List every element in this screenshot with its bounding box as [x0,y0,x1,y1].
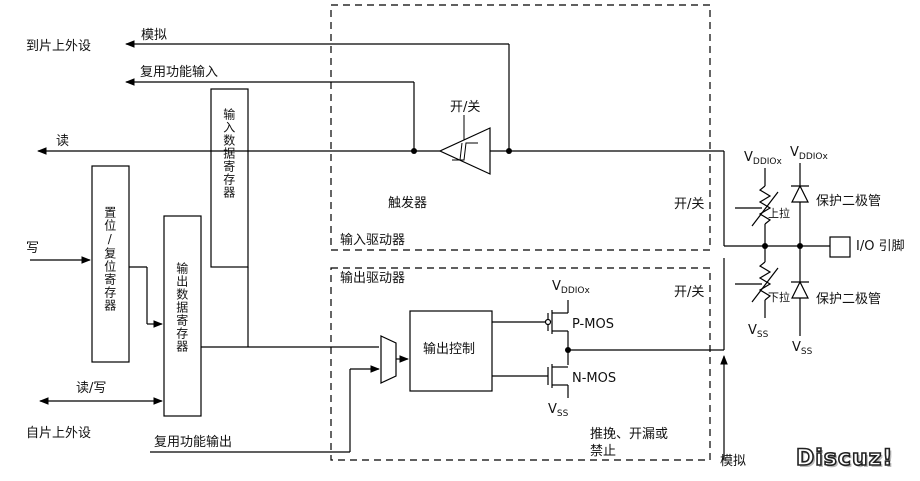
watermark-logo: Discuz! [795,445,894,472]
alt-function-input-label: 复用功能输入 [140,65,219,80]
protection-diode-top-label: 保护二极管 [816,194,882,209]
protection-diode-bottom-label: 保护二极管 [816,292,882,307]
io-pin-pad [829,236,851,258]
output-onoff-label: 开/关 [674,285,705,300]
vdd-label-diode: VDDIOx [790,145,828,162]
junction-dot [797,243,803,249]
input-data-register [210,88,249,268]
write-label: 写 [26,241,40,256]
to-onchip-peripheral-label: 到片上外设 [26,39,92,54]
nmos-label: N-MOS [572,371,617,386]
output-data-register [163,215,202,417]
pull-up-label: 上拉 [768,207,790,220]
pmos-label: P-MOS [572,317,614,332]
output-driver-label: 输出驱动器 [340,271,406,286]
mode-label-line2: 禁止 [590,444,617,459]
read-label: 读 [56,134,70,149]
output-data-register-label: 输出数据寄存器 [174,262,189,353]
pull-down-label: 下拉 [768,291,790,304]
analog-bottom-label: 模拟 [720,454,747,469]
mode-label: 推挽、开漏或 [590,427,669,442]
input-onoff-label: 开/关 [674,197,705,212]
analog-top-label: 模拟 [141,28,168,43]
output-control-block [409,310,493,392]
vdd-label-pullup: VDDIOx [744,150,782,167]
set-reset-register [91,165,130,363]
input-driver-label: 输入驱动器 [340,233,406,248]
io-pin-label: I/O 引脚 [856,239,905,254]
junction-dot [506,148,512,154]
input-driver-box [330,4,711,251]
set-reset-register-label: 置位/复位寄存器 [102,206,117,312]
read-write-label: 读/写 [76,381,107,396]
trigger-label: 触发器 [388,196,428,211]
vss-label-pulldown: VSS [748,323,769,340]
input-data-register-label: 输入数据寄存器 [221,108,236,199]
junction-dot [762,243,768,249]
trigger-onoff-label: 开/关 [450,100,481,115]
junction-dot [565,347,571,353]
vdd-label-output: VDDIOx [552,279,590,296]
junction-dot [411,148,417,154]
vss-label-output: VSS [548,402,569,419]
from-onchip-peripheral-label: 自片上外设 [26,426,92,441]
alt-function-output-label: 复用功能输出 [154,435,233,450]
output-mux [380,335,397,384]
output-control-label: 输出控制 [423,342,476,357]
schmitt-trigger [438,127,491,175]
output-driver-box [330,267,711,461]
vss-label-diode: VSS [792,340,813,357]
